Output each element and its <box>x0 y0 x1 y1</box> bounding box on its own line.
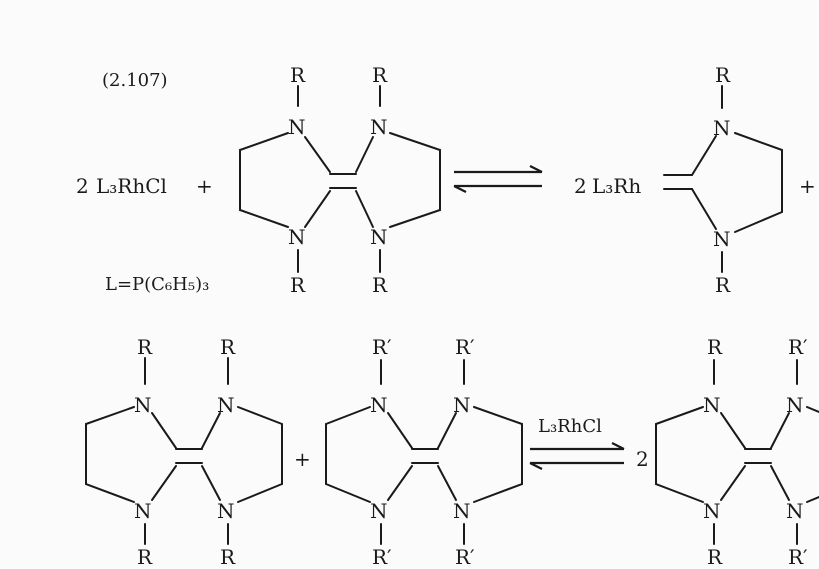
atom-R-prime: R′ <box>455 545 475 569</box>
reactant-formula: L₃RhCl <box>96 174 167 198</box>
atom-N: N <box>134 393 152 417</box>
plus-sign-3: + <box>294 447 311 471</box>
ligand-definition: L=P(C₆H₅)₃ <box>105 274 209 295</box>
product-coefficient: 2 <box>574 174 587 198</box>
atom-R: R <box>290 63 306 87</box>
plus-sign-2: + <box>799 174 816 198</box>
tetraaminoethylene-molecule-R-prime: R′ R′ N N N N R′ R′ <box>325 335 523 569</box>
atom-R: R <box>707 545 723 569</box>
atom-R: R <box>220 335 236 359</box>
reactant-rhodium-complex: 2 L₃RhCl <box>76 174 167 198</box>
atom-R-prime: R′ <box>788 545 808 569</box>
atom-N: N <box>217 499 235 523</box>
atom-N: N <box>703 393 721 417</box>
atom-R-prime: R′ <box>372 335 392 359</box>
atom-N: N <box>713 116 731 140</box>
equilibrium-arrows-1 <box>453 165 543 193</box>
atom-R: R <box>290 273 306 297</box>
mixed-tetraaminoethylene-product: R R′ N N N N R R′ <box>655 335 819 569</box>
tetraaminoethylene-molecule-R: R R N N N N R R <box>85 335 283 569</box>
product-rhodium-carbene: 2 L₃Rh R N N R <box>574 63 783 297</box>
atom-R: R <box>715 273 731 297</box>
tetraaminoethylene-molecule-1: R R N N N N R R <box>239 63 441 297</box>
atom-R: R <box>372 273 388 297</box>
atom-R: R <box>372 63 388 87</box>
atom-N: N <box>453 393 471 417</box>
atom-R-prime: R′ <box>788 335 808 359</box>
product-coefficient-2: 2 <box>636 447 649 471</box>
atom-N: N <box>370 499 388 523</box>
atom-N: N <box>370 115 388 139</box>
atom-N: N <box>713 227 731 251</box>
atom-N: N <box>288 115 306 139</box>
atom-N: N <box>217 393 235 417</box>
atom-N: N <box>786 393 804 417</box>
equation-number: (2.107) <box>102 70 168 91</box>
reactant-coefficient: 2 <box>76 174 89 198</box>
atom-R-prime: R′ <box>372 545 392 569</box>
atom-N: N <box>453 499 471 523</box>
atom-N: N <box>370 393 388 417</box>
atom-R: R <box>137 335 153 359</box>
equilibrium-arrows-2 <box>529 442 625 470</box>
atom-N: N <box>134 499 152 523</box>
product-formula: L₃Rh <box>592 174 641 198</box>
atom-N: N <box>370 225 388 249</box>
plus-sign-1: + <box>196 174 213 198</box>
atom-N: N <box>786 499 804 523</box>
atom-R: R <box>220 545 236 569</box>
atom-N: N <box>703 499 721 523</box>
atom-R: R <box>707 335 723 359</box>
atom-R: R <box>715 63 731 87</box>
atom-N: N <box>288 225 306 249</box>
catalyst-label: L₃RhCl <box>538 416 602 437</box>
atom-R: R <box>137 545 153 569</box>
atom-R-prime: R′ <box>455 335 475 359</box>
